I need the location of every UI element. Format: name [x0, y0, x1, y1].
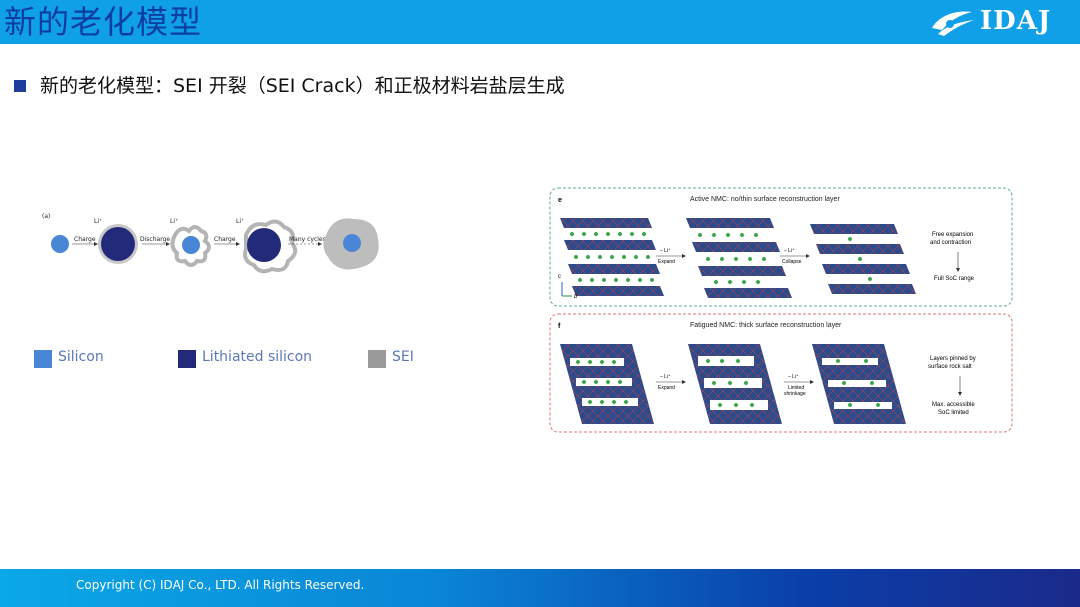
silicon-particle	[51, 235, 69, 253]
panel-e-label: e	[558, 197, 562, 204]
step-label: Many cycles	[289, 236, 326, 243]
panel-e-border	[549, 187, 1013, 307]
bullet-square-icon	[14, 80, 26, 92]
lithiated-particle	[247, 228, 281, 262]
step-label: Charge	[214, 236, 236, 243]
lattice-block	[560, 218, 664, 296]
svg-text:b: b	[574, 294, 578, 300]
svg-text:Li⁺: Li⁺	[236, 218, 244, 225]
panel-a-label: (a)	[42, 213, 50, 220]
silicon-particle	[182, 236, 200, 254]
legend-swatch	[368, 350, 386, 368]
svg-text:c: c	[558, 274, 561, 280]
logo-text: IDAJ	[980, 6, 1052, 36]
panel-e-title: Active NMC: no/thin surface reconstructi…	[690, 196, 840, 203]
panel-f-border	[549, 313, 1013, 433]
idaj-logo: IDAJ	[928, 6, 1058, 38]
svg-text:– Li⁺: – Li⁺	[660, 248, 671, 254]
title-bar: 新的老化模型 IDAJ	[0, 0, 1080, 44]
lattice-block	[686, 218, 792, 298]
lattice-block	[810, 224, 916, 294]
footer-bar: Copyright (C) IDAJ Co., LTD. All Rights …	[0, 569, 1080, 607]
svg-text:Expand: Expand	[658, 259, 675, 265]
panel-e-note-bottom: Full SoC range	[934, 276, 975, 282]
svg-text:Li⁺: Li⁺	[170, 218, 178, 225]
silicon-cycling-figure: (a) Charge Li⁺ Discharge Li⁺ Charge Li⁺ …	[42, 213, 379, 274]
legend-swatch	[178, 350, 196, 368]
step-label: Charge	[74, 236, 96, 243]
legend-label: Silicon	[58, 349, 104, 365]
silicon-particle	[343, 234, 361, 252]
bullet-text: 新的老化模型：SEI 开裂（SEI Crack）和正极材料岩盐层生成	[40, 75, 565, 97]
logo-swoosh-icon	[932, 11, 974, 36]
svg-text:Collapse: Collapse	[782, 259, 802, 265]
svg-text:– Li⁺: – Li⁺	[660, 374, 671, 380]
svg-text:Expand: Expand	[658, 385, 675, 391]
lattice-block	[688, 344, 782, 424]
step-label: Discharge	[140, 236, 170, 243]
svg-text:– Li⁺: – Li⁺	[788, 374, 799, 380]
legend-label: SEI	[392, 349, 414, 365]
cracked-sei	[170, 225, 211, 267]
panel-f-label: f	[558, 323, 561, 330]
li-label: Li⁺	[94, 218, 102, 225]
svg-text:– Li⁺: – Li⁺	[784, 248, 795, 254]
page-title: 新的老化模型	[4, 3, 203, 41]
nmc-reconstruction-figure: e Active NMC: no/thin surface reconstruc…	[549, 187, 1013, 433]
lithiated-particle	[101, 227, 135, 261]
legend-label: Lithiated silicon	[202, 349, 313, 365]
lattice-block	[560, 344, 654, 424]
panel-f-title: Fatigued NMC: thick surface reconstructi…	[690, 322, 842, 329]
copyright-text: Copyright (C) IDAJ Co., LTD. All Rights …	[76, 578, 365, 592]
legend-swatch	[34, 350, 52, 368]
lattice-block	[812, 344, 906, 424]
